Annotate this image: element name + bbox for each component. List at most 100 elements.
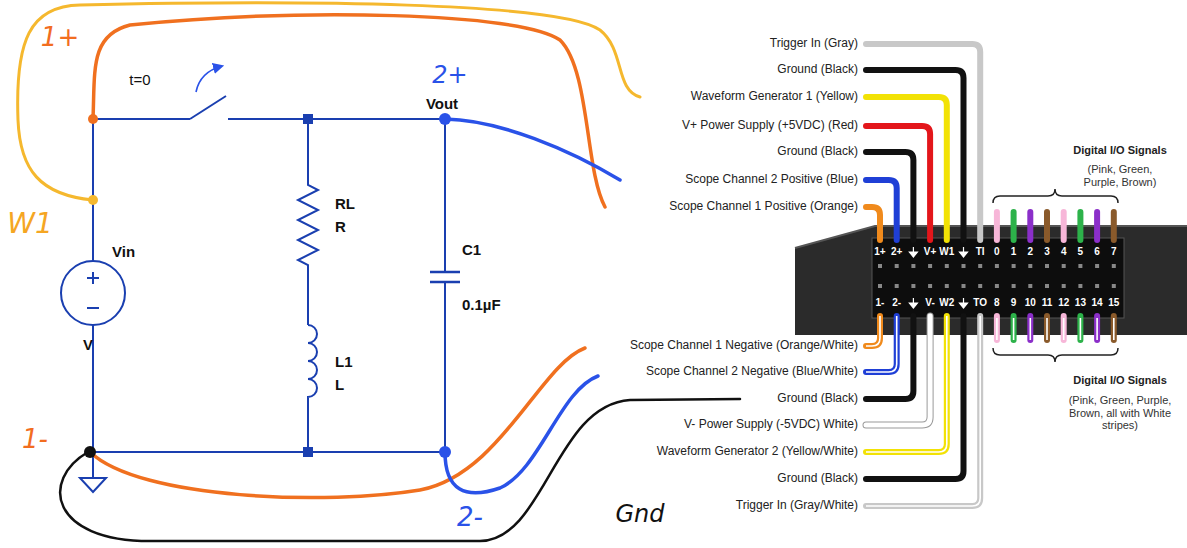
probe-label: 2- xyxy=(457,503,483,533)
pin-hole xyxy=(978,264,982,268)
pin-wire xyxy=(866,316,897,372)
pin-hole xyxy=(878,264,882,268)
wire-label: Scope Channel 1 Negative (Orange/White) xyxy=(630,339,858,353)
pin-label: TO xyxy=(973,297,987,309)
ground-glyph xyxy=(960,298,968,308)
ground-glyph xyxy=(909,298,917,308)
probe-dot xyxy=(439,446,451,458)
digital-wire xyxy=(1094,316,1100,340)
digital-wire xyxy=(1094,212,1100,240)
pin-label: TI xyxy=(976,246,985,258)
wire-label: V+ Power Supply (+5VDC) (Red) xyxy=(682,119,858,133)
group-label: Digital I/O Signals xyxy=(1073,144,1167,157)
wire-label: Ground (Black) xyxy=(777,472,858,486)
pin-hole xyxy=(1112,284,1116,288)
component-label: L1 xyxy=(335,353,353,370)
pin-label: 1- xyxy=(876,297,885,309)
bracket xyxy=(993,348,1118,362)
digital-wire xyxy=(994,316,1000,340)
pin-hole xyxy=(962,284,966,288)
pin-label: 11 xyxy=(1042,297,1053,309)
wire-label: Trigger In (Gray) xyxy=(770,37,858,51)
resistor-symbol xyxy=(298,119,318,325)
digital-wire xyxy=(1027,316,1033,340)
pin-hole xyxy=(995,264,999,268)
component-value: L xyxy=(335,376,344,393)
junction xyxy=(303,447,313,457)
wire-stripe xyxy=(1096,318,1098,340)
probe-wires xyxy=(18,3,740,541)
wire-stripe xyxy=(866,316,980,506)
voltage-source xyxy=(61,261,125,325)
probe-wire xyxy=(60,399,740,541)
wire xyxy=(228,118,445,120)
pin-label: 14 xyxy=(1092,297,1103,309)
component-label: Vin xyxy=(112,243,135,260)
switch-blade xyxy=(190,96,226,119)
pin-hole xyxy=(1078,284,1082,288)
wire-label: Scope Channel 1 Positive (Orange) xyxy=(669,200,858,214)
digital-wire xyxy=(1111,316,1117,340)
pin-hole xyxy=(1028,264,1032,268)
digital-wire xyxy=(1027,212,1033,240)
pin-hole xyxy=(1078,264,1082,268)
wire-label: V- Power Supply (-5VDC) White) xyxy=(684,418,858,432)
digital-wire xyxy=(1011,316,1017,340)
pin-hole xyxy=(895,284,899,288)
pin-hole xyxy=(1012,284,1016,288)
junction xyxy=(303,114,313,124)
pin-wire xyxy=(866,316,930,425)
pin-label: 4 xyxy=(1061,246,1067,258)
probe-wire xyxy=(90,348,585,498)
pin-label: 2 xyxy=(1028,246,1034,258)
probe-dot xyxy=(88,195,98,205)
wire-stripe xyxy=(1113,318,1115,340)
probe-dot xyxy=(88,114,98,124)
wire-stripe xyxy=(1046,318,1048,340)
wire xyxy=(444,119,446,452)
pin-wire xyxy=(866,152,913,240)
pin-label: 15 xyxy=(1108,297,1119,309)
ground-glyph xyxy=(909,247,917,257)
probe-label: 1+ xyxy=(41,23,79,53)
pin-hole xyxy=(945,284,949,288)
pin-hole xyxy=(1045,284,1049,288)
wire-stripe xyxy=(1063,318,1065,340)
pin-hole xyxy=(1012,264,1016,268)
wire xyxy=(93,451,445,453)
pin-hole xyxy=(928,264,932,268)
component-value: 0.1µF xyxy=(462,296,501,313)
wire-label: Waveform Generator 1 (Yellow) xyxy=(691,90,858,104)
pin-hole xyxy=(1112,264,1116,268)
pin-label: 7 xyxy=(1111,246,1117,258)
pin-label: 12 xyxy=(1058,297,1069,309)
pin-label: 0 xyxy=(994,246,1000,258)
pin-wire xyxy=(866,207,880,240)
device-body xyxy=(795,226,1187,335)
wire-label: Scope Channel 2 Positive (Blue) xyxy=(685,173,858,187)
inductor-symbol xyxy=(308,325,317,452)
wire-stripe xyxy=(1013,318,1015,340)
pin-wires xyxy=(866,44,1116,506)
pin-label: V+ xyxy=(924,246,937,258)
capacitor-symbol xyxy=(430,272,460,282)
group-note: (Pink, Green, Purple, Brown) xyxy=(1070,163,1170,188)
pin-wire-outline xyxy=(866,316,930,425)
switch-arrow xyxy=(196,66,222,92)
wire-label: Ground (Black) xyxy=(777,392,858,406)
pin-wire xyxy=(866,97,947,240)
wire-stripe xyxy=(1030,318,1032,340)
switch-label: t=0 xyxy=(129,71,150,88)
wire-label: Trigger In (Gray/White) xyxy=(736,499,858,513)
probe-dot xyxy=(439,113,451,125)
pin-wire xyxy=(866,44,980,240)
pin-hole xyxy=(1095,284,1099,288)
pin-label: W1 xyxy=(939,246,954,258)
digital-wire xyxy=(1077,212,1083,240)
pin-hole xyxy=(911,284,915,288)
pin-label: 8 xyxy=(994,297,1000,309)
component-label: C1 xyxy=(462,241,481,258)
pin-wire xyxy=(866,316,880,346)
pin-hole xyxy=(962,264,966,268)
pin-label: 9 xyxy=(1011,297,1017,309)
